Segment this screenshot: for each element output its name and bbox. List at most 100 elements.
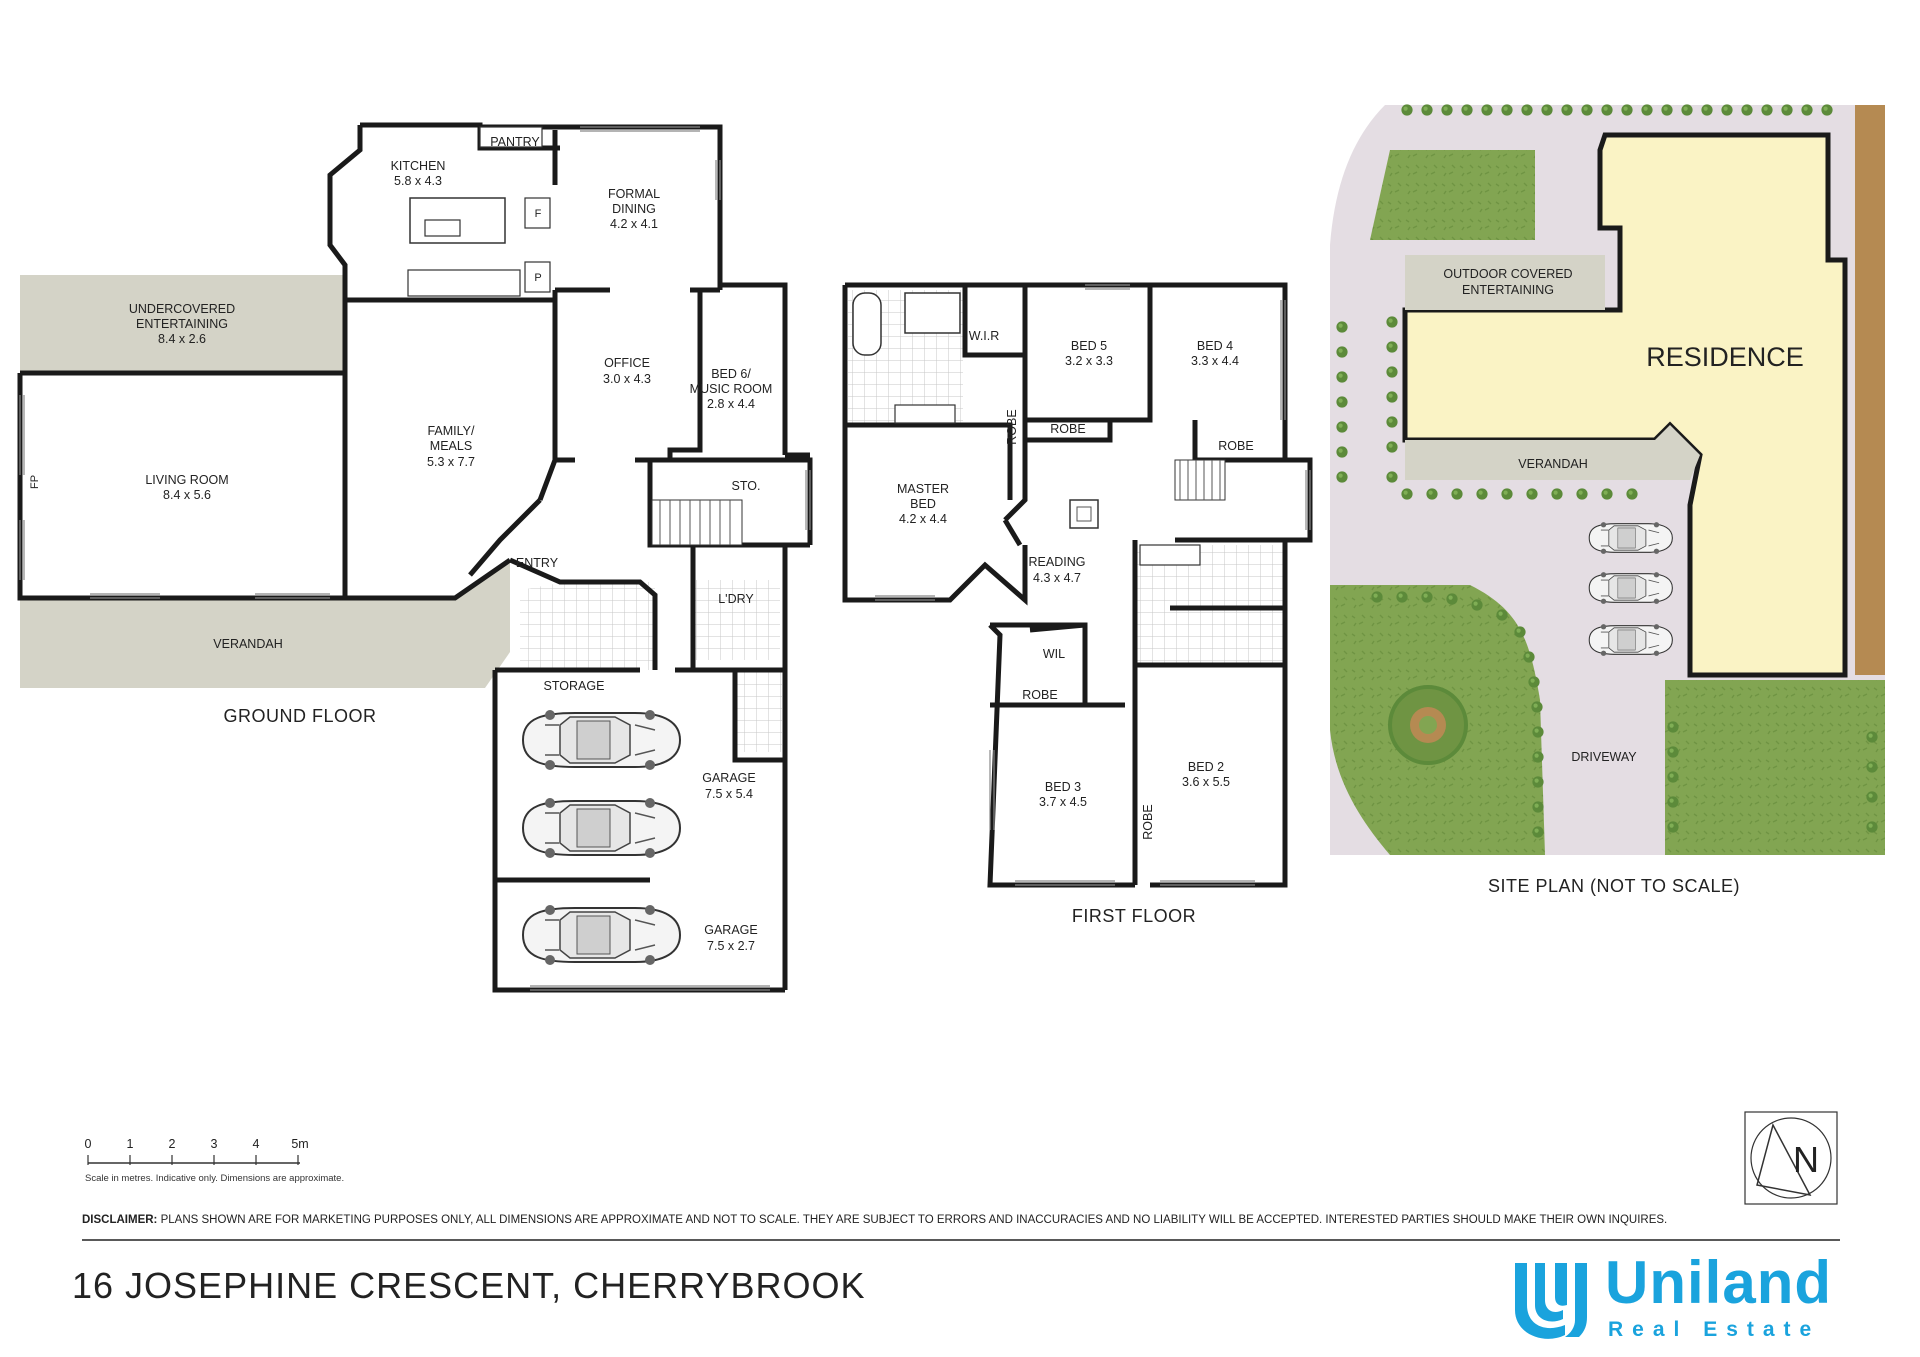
- bathtub: [852, 292, 882, 356]
- bed3-robe-label: ROBE: [1022, 688, 1057, 702]
- bed3-dims: 3.7 x 4.5: [1039, 795, 1087, 809]
- living-room-label: LIVING ROOM: [145, 473, 228, 487]
- undercovered-entertaining-label: UNDERCOVERED: [129, 302, 235, 316]
- bed4-dims: 3.3 x 4.4: [1191, 354, 1239, 368]
- scale-bar: 0 1 2 3 4 5m: [85, 1137, 309, 1165]
- car-garage-1: [522, 709, 681, 771]
- site-plan: [1330, 104, 1885, 855]
- driveway-label: DRIVEWAY: [1571, 750, 1637, 764]
- scale-tick-3: 3: [211, 1137, 218, 1151]
- disclaimer-text: PLANS SHOWN ARE FOR MARKETING PURPOSES O…: [160, 1214, 1668, 1226]
- bed6-label2: MUSIC ROOM: [690, 382, 773, 396]
- garage-1-dims: 7.5 x 5.4: [705, 787, 753, 801]
- scale-tick-1: 1: [127, 1137, 134, 1151]
- compass-letter: N: [1793, 1139, 1819, 1180]
- disclaimer-label: DISCLAIMER:: [82, 1214, 158, 1226]
- ground-floor-title: GROUND FLOOR: [223, 706, 376, 726]
- compass-north-icon: N: [1744, 1111, 1838, 1205]
- wir-label: W.I.R: [969, 329, 1000, 343]
- bed2-dims: 3.6 x 5.5: [1182, 775, 1230, 789]
- family-meals-label2: MEALS: [430, 439, 472, 453]
- car-garage-2: [522, 797, 681, 859]
- bed5-label: BED 5: [1071, 339, 1107, 353]
- property-address: 16 JOSEPHINE CRESCENT, CHERRYBROOK: [72, 1265, 866, 1306]
- site-car-2: [1588, 571, 1673, 605]
- fridge-space: [524, 197, 551, 229]
- site-verandah-label: VERANDAH: [1518, 457, 1587, 471]
- disclaimer: DISCLAIMER: PLANS SHOWN ARE FOR MARKETIN…: [82, 1214, 1842, 1226]
- lawn-right: [1665, 680, 1885, 855]
- site-plan-title: SITE PLAN (NOT TO SCALE): [1488, 876, 1740, 896]
- storeroom-label: STO.: [732, 479, 761, 493]
- site-car-3: [1588, 623, 1673, 657]
- first-floor-title: FIRST FLOOR: [1072, 906, 1196, 926]
- room-labels: KITCHEN 5.8 x 4.3 PANTRY FORMAL DINING 4…: [29, 135, 1804, 953]
- brand-subtitle: Real Estate: [1608, 1318, 1821, 1341]
- scale-tick-0: 0: [85, 1137, 92, 1151]
- formal-dining-label: FORMAL: [608, 187, 660, 201]
- first-stair: [1174, 459, 1226, 501]
- undercovered-entertaining-area: [20, 275, 345, 373]
- kitchen-cooktop-bench: [407, 269, 521, 297]
- bed3-label: BED 3: [1045, 780, 1081, 794]
- bed4-robe-label: ROBE: [1218, 439, 1253, 453]
- ground-verandah-label: VERANDAH: [213, 637, 282, 651]
- storage-label: STORAGE: [544, 679, 605, 693]
- site-verandah: [1405, 425, 1700, 480]
- bed6-label: BED 6/: [711, 367, 751, 381]
- wil-label: WIL: [1043, 647, 1065, 661]
- garage-2-label: GARAGE: [704, 923, 758, 937]
- bed5-robe-label: ROBE: [1050, 422, 1085, 436]
- office-dims: 3.0 x 4.3: [603, 372, 651, 386]
- scale-note: Scale in metres. Indicative only. Dimens…: [85, 1173, 345, 1184]
- bed2-label: BED 2: [1188, 760, 1224, 774]
- first-floor-plan: [842, 282, 1313, 888]
- family-meals-label: FAMILY/: [427, 424, 475, 438]
- first-vanity: [1139, 544, 1201, 566]
- pantry-unit: [524, 261, 551, 293]
- garage-2-dims: 7.5 x 2.7: [707, 939, 755, 953]
- residence-label: RESIDENCE: [1646, 342, 1804, 372]
- scale-tick-5: 5m: [291, 1137, 308, 1151]
- site-car-1: [1588, 521, 1673, 555]
- roundabout-garden: [1388, 685, 1468, 765]
- outdoor-covered-label: OUTDOOR COVERED: [1443, 267, 1572, 281]
- vanity: [894, 404, 956, 424]
- pantry-shelf: [479, 126, 543, 148]
- undercovered-entertaining-label2: ENTERTAINING: [136, 317, 228, 331]
- pantry-unit-label: P: [534, 272, 541, 284]
- ground-floor-plan: [17, 122, 813, 993]
- wc-tiles: [737, 672, 782, 752]
- lawn-top: [1370, 150, 1535, 240]
- entry-label: ENTRY: [516, 556, 559, 570]
- master-bed-label: MASTER: [897, 482, 949, 496]
- uniland-wave-icon: [1515, 1263, 1587, 1339]
- formal-dining-label2: DINING: [612, 202, 656, 216]
- scale-tick-2: 2: [169, 1137, 176, 1151]
- garage-1-label: GARAGE: [702, 771, 756, 785]
- master-bed-label2: BED: [910, 497, 936, 511]
- outdoor-covered-label2: ENTERTAINING: [1462, 283, 1554, 297]
- verandah-area: [20, 560, 510, 688]
- fireplace-label: FP: [29, 475, 41, 489]
- formal-dining-dims: 4.2 x 4.1: [610, 217, 658, 231]
- fridge-label: F: [535, 208, 542, 220]
- pantry-label: PANTRY: [490, 135, 540, 149]
- family-meals-dims: 5.3 x 7.7: [427, 455, 475, 469]
- office-label: OFFICE: [604, 356, 650, 370]
- kitchen-dims: 5.8 x 4.3: [394, 174, 442, 188]
- first-windows: [875, 284, 1311, 886]
- ground-windows: [19, 126, 811, 991]
- shower: [904, 292, 961, 334]
- bed5-dims: 3.2 x 3.3: [1065, 354, 1113, 368]
- reading-dims: 4.3 x 4.7: [1033, 571, 1081, 585]
- reading-label: READING: [1029, 555, 1086, 569]
- brand-logo: Uniland Real Estate: [1505, 1249, 1845, 1350]
- bed2-robe-label: ROBE: [1141, 804, 1155, 839]
- car-garage-3: [522, 904, 681, 966]
- outdoor-covered-entertaining: [1405, 255, 1605, 310]
- reading-skylight-inner: [1076, 506, 1092, 522]
- kitchen-sink: [424, 219, 461, 237]
- master-bed-dims: 4.2 x 4.4: [899, 512, 947, 526]
